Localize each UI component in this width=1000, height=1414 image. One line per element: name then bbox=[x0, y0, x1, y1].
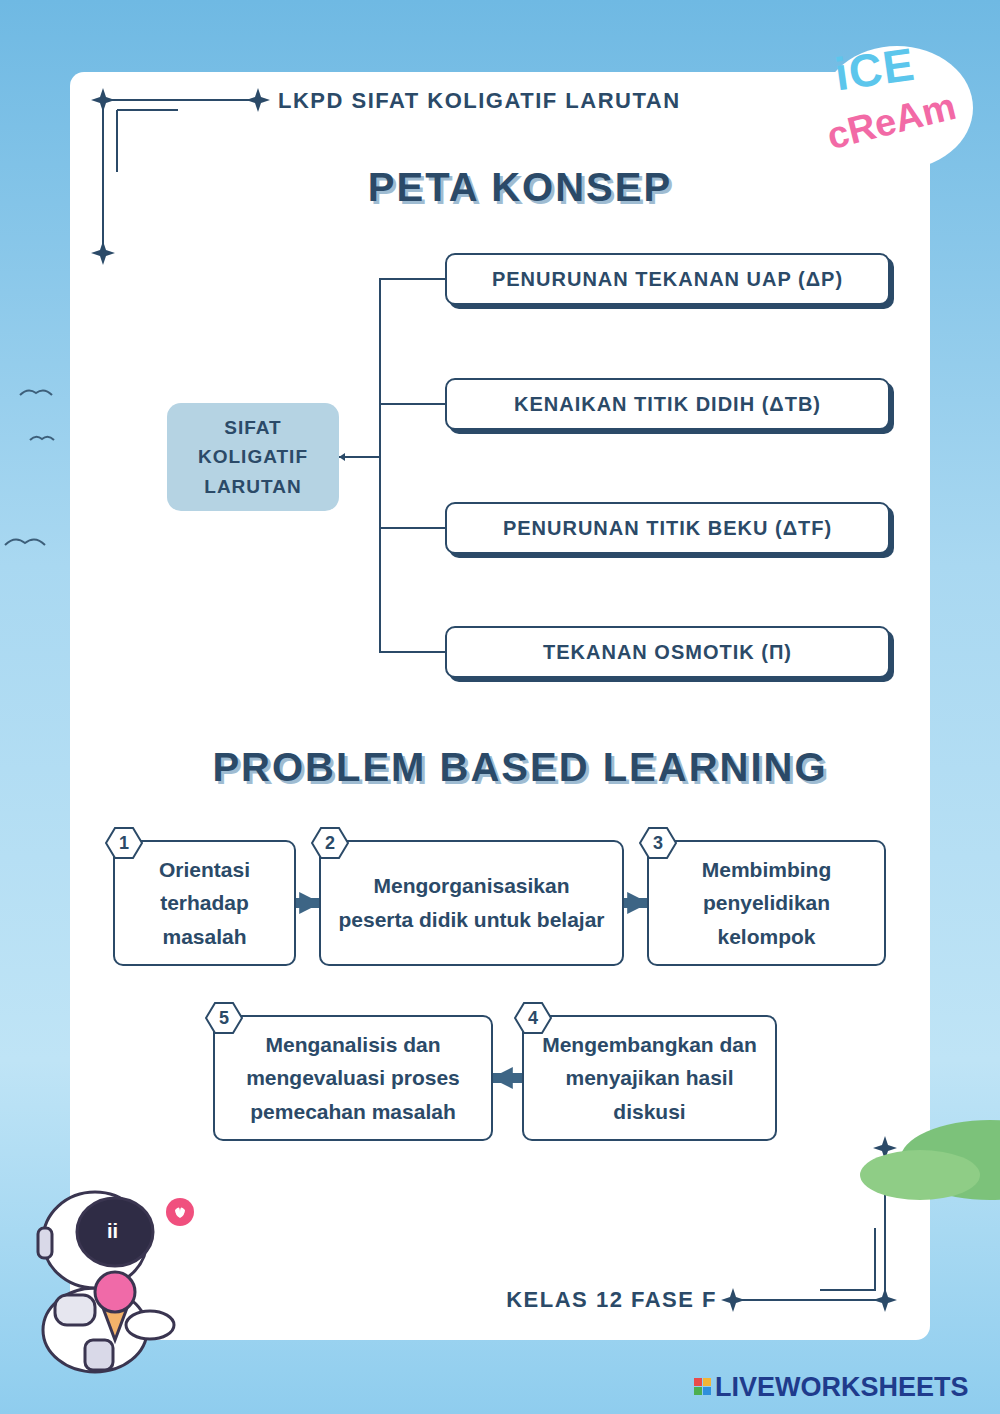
step-box: Orientasi terhadap masalah1 bbox=[113, 840, 296, 966]
step-number-hexagon: 5 bbox=[205, 1001, 243, 1035]
step-box: Menganalisis dan mengevaluasi proses pem… bbox=[213, 1015, 493, 1141]
step-number-hexagon: 3 bbox=[639, 826, 677, 860]
node-text: PENURUNAN TITIK BEKU (ΔTF) bbox=[503, 517, 832, 540]
node-text: Orientasi terhadap masalah bbox=[129, 853, 280, 954]
header-label: LKPD SIFAT KOLIGATIF LARUTAN bbox=[278, 88, 681, 114]
root-box: SIFAT KOLIGATIF LARUTAN bbox=[167, 403, 339, 511]
node-text: Mengorganisasikan peserta didik untuk be… bbox=[335, 869, 608, 936]
step-arrow bbox=[624, 898, 647, 908]
bracket-connector bbox=[339, 404, 445, 457]
concept-box: KENAIKAN TITIK DIDIH (ΔTB) bbox=[445, 378, 890, 430]
node-text: TEKANAN OSMOTIK (Π) bbox=[543, 641, 792, 664]
node-text: PENURUNAN TEKANAN UAP (ΔP) bbox=[492, 268, 843, 291]
step-number-hexagon: 4 bbox=[514, 1001, 552, 1035]
section-title: PROBLEM BASED LEARNING bbox=[0, 745, 1000, 790]
astronaut-eyes: ii bbox=[107, 1220, 118, 1243]
logo-text: iCE bbox=[832, 37, 918, 102]
concept-box: PENURUNAN TEKANAN UAP (ΔP) bbox=[445, 253, 890, 305]
bracket-connector bbox=[339, 279, 445, 457]
step-arrow bbox=[493, 1073, 522, 1083]
connector-tip bbox=[339, 453, 345, 461]
watermark: LIVEWORKSHEETS bbox=[715, 1372, 969, 1403]
class-label: KELAS 12 FASE F bbox=[506, 1287, 717, 1313]
section-title: PETA KONSEP bbox=[0, 165, 1000, 210]
node-text: KENAIKAN TITIK DIDIH (ΔTB) bbox=[514, 393, 821, 416]
node-text: SIFAT KOLIGATIF LARUTAN bbox=[177, 413, 329, 501]
step-number: 4 bbox=[528, 1004, 538, 1033]
bracket-connector bbox=[339, 457, 445, 528]
node-text: Mengembangkan dan menyajikan hasil disku… bbox=[538, 1028, 761, 1129]
bracket-connector bbox=[339, 457, 445, 652]
step-arrow bbox=[296, 898, 319, 908]
step-number-hexagon: 2 bbox=[311, 826, 349, 860]
step-number: 2 bbox=[325, 829, 335, 858]
step-box: Mengembangkan dan menyajikan hasil disku… bbox=[522, 1015, 777, 1141]
node-text: Menganalisis dan mengevaluasi proses pem… bbox=[229, 1028, 477, 1129]
step-box: Membimbing penyelidikan kelompok3 bbox=[647, 840, 886, 966]
node-text: Membimbing penyelidikan kelompok bbox=[663, 853, 870, 954]
step-number: 5 bbox=[219, 1004, 229, 1033]
step-number-hexagon: 1 bbox=[105, 826, 143, 860]
step-number: 1 bbox=[119, 829, 129, 858]
step-number: 3 bbox=[653, 829, 663, 858]
concept-box: PENURUNAN TITIK BEKU (ΔTF) bbox=[445, 502, 890, 554]
step-box: Mengorganisasikan peserta didik untuk be… bbox=[319, 840, 624, 966]
concept-box: TEKANAN OSMOTIK (Π) bbox=[445, 626, 890, 678]
